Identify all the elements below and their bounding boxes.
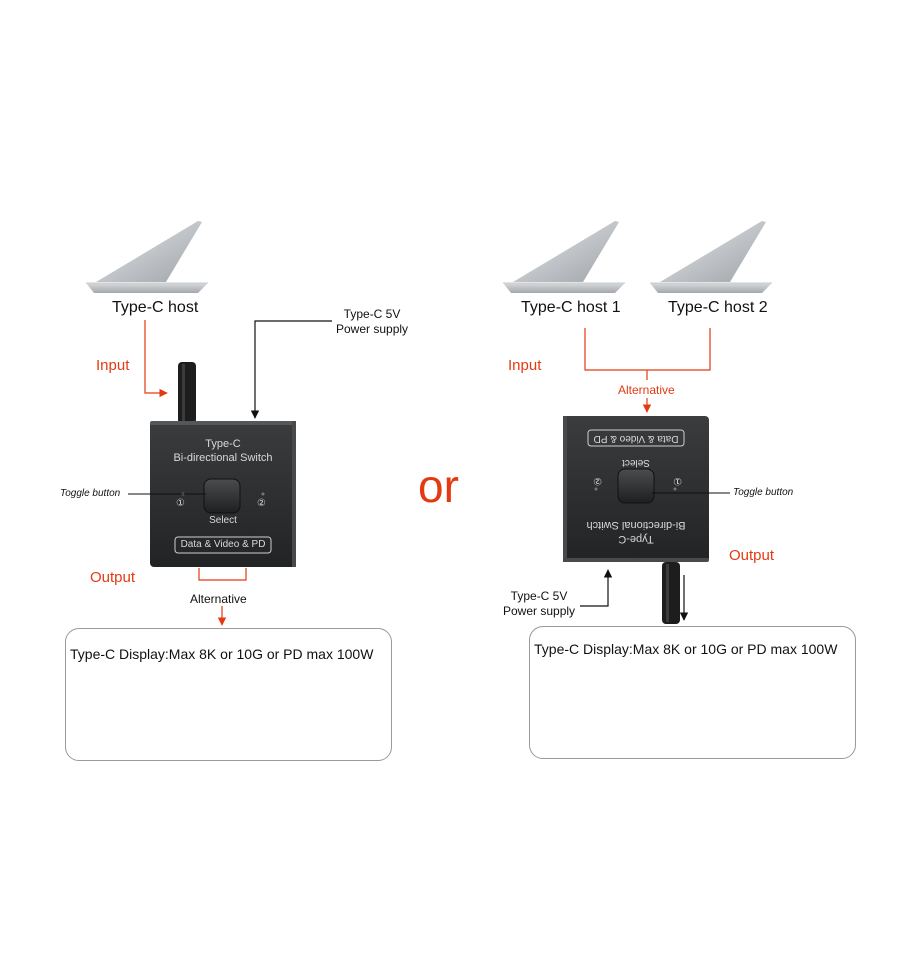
laptop-host2-icon <box>650 221 772 293</box>
toggle-button-label-right: Toggle button <box>733 487 794 498</box>
host2-label: Type-C host 2 <box>668 299 768 316</box>
device-title-flipped-line1: Type-C <box>618 533 654 545</box>
power-label-right: Type-C 5V Power supply <box>503 589 575 619</box>
port2-label: ② <box>257 498 266 509</box>
device-title-flipped-line2: Bi-directional Switch <box>586 519 686 531</box>
switch-device-flipped <box>563 416 709 562</box>
power-label: Type-C 5V Power supply <box>336 307 408 337</box>
power-label-right-line1: Type-C 5V <box>510 589 568 603</box>
display-spec-label: Type-C Display:Max 8K or 10G or PD max 1… <box>70 646 374 662</box>
output-label-right: Output <box>729 547 775 564</box>
select-label-flipped: Select <box>622 457 650 468</box>
power-label-line2: Power supply <box>336 322 409 336</box>
display-panel-right <box>529 626 856 759</box>
device-text-flipped: Type-C Bi-directional Switch ① ② Select … <box>563 416 709 562</box>
power-label-line1: Type-C 5V <box>343 307 401 321</box>
host1-label: Type-C host 1 <box>521 299 621 316</box>
host-label: Type-C host <box>112 299 199 316</box>
feature-badge: Data & Video & PD <box>180 539 266 550</box>
device-title-flipped: Type-C Bi-directional Switch <box>563 518 709 546</box>
select-button-flipped[interactable] <box>617 468 655 504</box>
alternative-label: Alternative <box>190 592 247 606</box>
input-bracket <box>584 328 711 413</box>
laptop-icon <box>86 221 208 293</box>
display-spec-label-right: Type-C Display:Max 8K or 10G or PD max 1… <box>534 641 838 657</box>
device-title: Type-C Bi-directional Switch <box>150 437 296 465</box>
usb-cable <box>178 362 196 424</box>
feature-badge-flipped: Data & Video & PD <box>593 433 679 444</box>
port1-label-flipped: ① <box>673 475 682 486</box>
display-panel <box>65 628 392 761</box>
usb-cable-right <box>662 562 680 624</box>
power-label-right-line2: Power supply <box>503 604 576 618</box>
input-label-right: Input <box>508 357 542 374</box>
port1-label: ① <box>176 498 185 509</box>
select-button[interactable] <box>203 478 241 514</box>
switch-device <box>150 421 296 567</box>
power-arrow-right <box>580 569 613 607</box>
device-title-line1: Type-C <box>205 438 241 450</box>
power-arrow <box>250 320 332 419</box>
or-separator: or <box>418 460 459 512</box>
input-label: Input <box>96 357 130 374</box>
port2-label-flipped: ② <box>593 475 602 486</box>
laptop-host1-icon <box>503 221 625 293</box>
select-label: Select <box>209 515 237 526</box>
alternative-label-right: Alternative <box>618 383 675 397</box>
device-title-line2: Bi-directional Switch <box>173 452 273 464</box>
toggle-button-label: Toggle button <box>60 488 121 499</box>
input-arrow <box>144 320 168 398</box>
output-label: Output <box>90 569 136 586</box>
output-bracket <box>198 568 247 626</box>
